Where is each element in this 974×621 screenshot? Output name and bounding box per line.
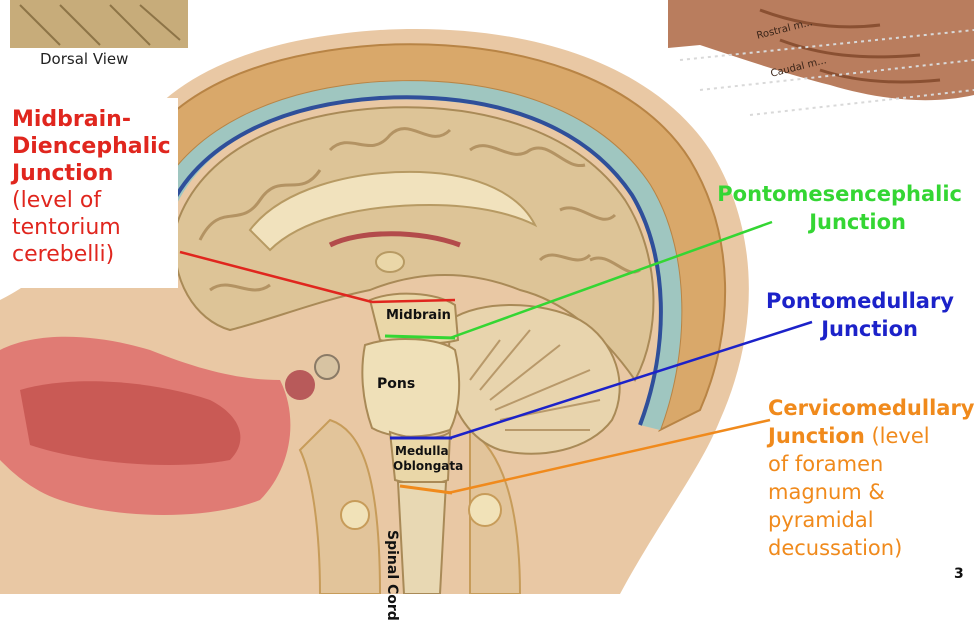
brain-sagittal-illustration <box>0 0 974 594</box>
thumbnail-caption: Dorsal View <box>36 50 133 68</box>
pmd-line2: Junction <box>821 317 918 341</box>
superior-sagittal-sinus <box>163 95 663 426</box>
md-line6: cerebelli) <box>12 242 115 267</box>
md-line5: tentorium <box>12 215 121 240</box>
pontomesencephalic-level-line <box>384 334 456 340</box>
pm-line2: Junction <box>809 210 906 234</box>
md-line3: Junction <box>12 161 114 186</box>
cm-line2a: Junction <box>768 424 865 448</box>
cervicomedullary-label: Cervicomedullary Junction (level of fora… <box>768 394 974 562</box>
cerebellum-inset-image <box>668 0 974 101</box>
cerebrum <box>173 106 655 382</box>
pontomedullary-label: Pontomedullary Junction <box>740 287 954 343</box>
label-spinal-cord: Spinal Cord <box>384 530 400 621</box>
cervical-spine <box>298 418 382 594</box>
corpus-callosum <box>248 170 538 252</box>
midbrain-diencephalic-level-line-2 <box>371 298 456 304</box>
pontomedullary-pointer <box>449 320 813 440</box>
label-medulla-1: Medulla <box>395 444 449 458</box>
cm-line2: Junction (level <box>768 422 972 450</box>
slide-number: 3 <box>954 566 964 582</box>
cervicomedullary-level-line <box>399 484 453 495</box>
midbrain-diencephalic-label-box: Midbrain- Diencephalic Junction (level o… <box>0 98 178 288</box>
pontomesencephalic-pointer <box>449 220 773 340</box>
pmd-line1: Pontomedullary <box>766 289 954 313</box>
label-medulla-2: Oblongata <box>393 459 464 473</box>
cervicomedullary-pointer <box>447 418 771 495</box>
label-pons: Pons <box>377 376 416 392</box>
cm-line3: of foramen <box>768 452 884 476</box>
spinal-cord-shape <box>396 481 448 594</box>
midbrain-diencephalic-level-line <box>179 250 373 304</box>
pm-line1: Pontomesencephalic <box>717 182 962 206</box>
cm-line5: pyramidal <box>768 508 874 532</box>
cm-line1: Cervicomedullary <box>768 396 974 420</box>
md-line1: Midbrain- <box>12 107 131 132</box>
md-line4: (level of <box>12 188 102 213</box>
label-midbrain: Midbrain <box>386 308 451 323</box>
skull <box>118 43 727 433</box>
md-line2: Diencephalic <box>12 134 171 159</box>
cm-line4: magnum & <box>768 480 885 504</box>
cm-line6: decussation) <box>768 536 903 560</box>
pons-shape <box>361 337 461 438</box>
pontomesencephalic-label: Pontomesencephalic Junction <box>700 180 962 236</box>
cm-line2b: (level <box>864 424 930 448</box>
